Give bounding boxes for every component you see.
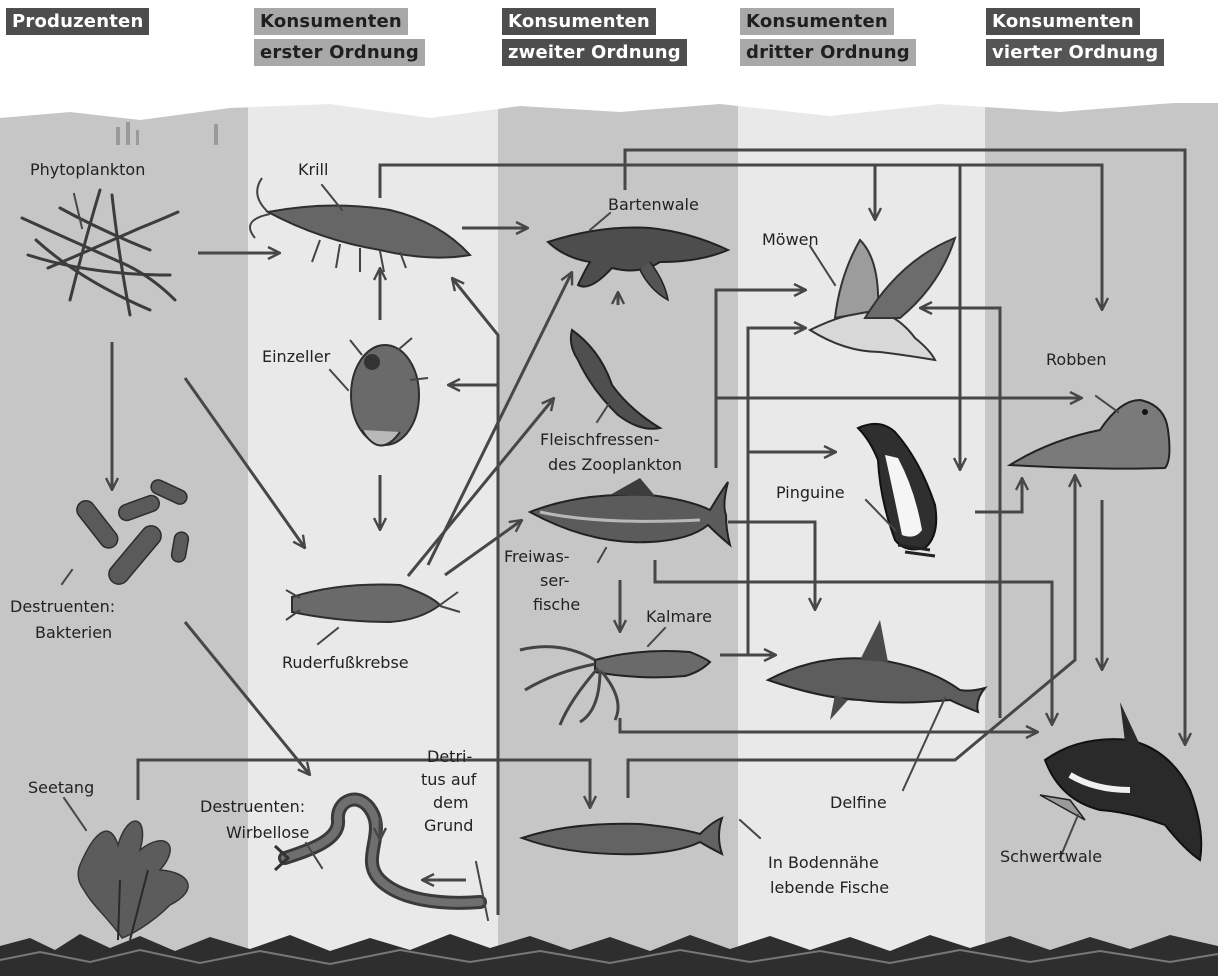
label-wirbellose: Destruenten: [200, 797, 305, 816]
pinguin-icon [858, 424, 936, 556]
label-kalmare: Kalmare [646, 607, 712, 626]
label-detritus: dem [433, 793, 469, 812]
moewe-icon [810, 238, 955, 360]
label-freiwasserfische: ser- [540, 571, 570, 590]
label-detritus: Detri- [427, 747, 472, 766]
freiwasserfisch-icon [530, 478, 730, 545]
factory-icon [116, 122, 218, 145]
zooplankton-icon [571, 330, 660, 429]
label-detritus: Grund [424, 816, 473, 835]
bacteria-icon [73, 478, 189, 589]
seabed [0, 934, 1218, 976]
label-zooplankton: des Zooplankton [548, 455, 682, 474]
bodenfisch-icon [522, 818, 722, 854]
label-moewen: Möwen [762, 230, 819, 249]
label-bodenfische: In Bodennähe [768, 853, 879, 872]
label-seetang: Seetang [28, 778, 94, 797]
kalmar-icon [520, 647, 710, 725]
label-bodenfische: lebende Fische [770, 878, 889, 897]
label-detritus: tus auf [421, 770, 477, 789]
label-bakterien: Bakterien [35, 623, 112, 642]
label-bartenwale: Bartenwale [608, 195, 699, 214]
krill-icon [250, 178, 470, 272]
seaweed-icon [78, 821, 188, 940]
label-freiwasserfische: fische [533, 595, 580, 614]
ruderfusskrebse-icon [286, 585, 460, 623]
label-schwertwale: Schwertwale [1000, 847, 1102, 866]
label-wirbellose: Wirbellose [226, 823, 309, 842]
label-zooplankton: Fleischfressen- [540, 430, 659, 449]
label-pinguine: Pinguine [776, 483, 845, 502]
phytoplankton-icon [22, 190, 178, 315]
schwertwal-icon [1040, 702, 1201, 860]
einzeller-icon [350, 338, 428, 446]
label-delfine: Delfine [830, 793, 887, 812]
label-ruderfusskrebse: Ruderfußkrebse [282, 653, 409, 672]
label-phytoplankton: Phytoplankton [30, 160, 145, 179]
label-bakterien: Destruenten: [10, 597, 115, 616]
label-robben: Robben [1046, 350, 1106, 369]
delfin-icon [768, 620, 985, 720]
label-einzeller: Einzeller [262, 347, 331, 366]
label-freiwasserfische: Freiwas- [504, 547, 570, 566]
robbe-icon [1010, 400, 1169, 469]
label-krill: Krill [298, 160, 328, 179]
bartenwal-icon [548, 228, 728, 300]
sea-surface-edge [0, 90, 1218, 120]
